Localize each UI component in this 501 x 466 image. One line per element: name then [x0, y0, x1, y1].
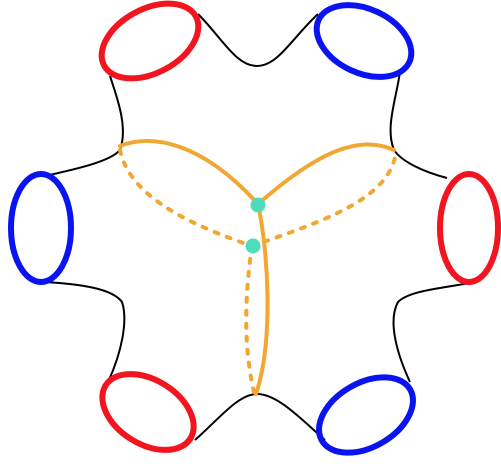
- boundary-components: [8, 0, 501, 456]
- back-arc-right: [250, 150, 398, 248]
- front-arc-left: [118, 139, 260, 206]
- orange-curves: [118, 139, 398, 396]
- boundary-circle-top-right: [313, 2, 415, 80]
- outline-bottom-arc: [194, 392, 326, 441]
- outline-lower-right-arc: [392, 281, 476, 383]
- boundary-circle-bottom-right: [316, 374, 416, 456]
- front-arc-right: [256, 142, 396, 206]
- boundary-circle-left: [8, 171, 74, 285]
- boundary-circle-top-left: [98, 0, 202, 82]
- outline-upper-right-arc: [389, 71, 448, 179]
- back-arc-left: [118, 148, 254, 248]
- boundary-circle-right: [437, 171, 501, 285]
- outline-top-arc: [197, 13, 319, 68]
- front-vertex: [250, 197, 266, 213]
- outline-lower-left-arc: [44, 281, 126, 383]
- back-arc-bottom: [244, 244, 256, 394]
- front-arc-bottom: [254, 202, 270, 396]
- vertices: [245, 197, 266, 254]
- back-vertex: [245, 238, 261, 254]
- boundary-circle-bottom-left: [99, 371, 197, 453]
- outline-upper-left-arc: [44, 75, 124, 177]
